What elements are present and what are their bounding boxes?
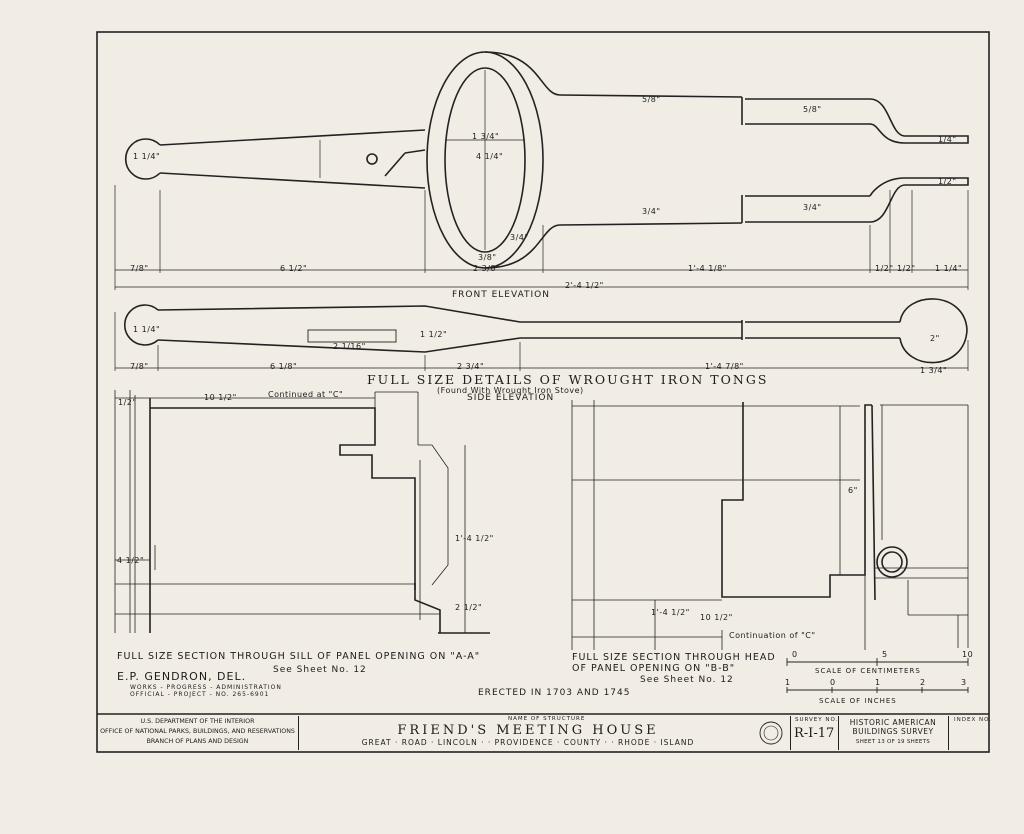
- in-tick-c: 1: [875, 678, 881, 687]
- side-elevation-drawing: [124, 298, 968, 364]
- front-elevation-label: FRONT ELEVATION: [452, 290, 550, 300]
- dim-front-knob: 1 1/4": [133, 152, 161, 161]
- scale-bars: [786, 658, 969, 693]
- dim-sec-b-cont: Continuation of "C": [729, 631, 816, 640]
- structure-name-label: NAME OF STRUCTURE: [508, 716, 586, 722]
- dim-front-1: 7/8": [130, 264, 149, 273]
- seal-icon: [759, 721, 783, 745]
- dim-sec-b-bottom: 1'-4 1/2": [651, 608, 690, 617]
- section-a-see: See Sheet No. 12: [273, 665, 367, 675]
- section-a-drawing: [149, 398, 490, 634]
- sheet-number: SHEET 13 OF 19 SHEETS: [855, 739, 931, 745]
- section-b-title-2: OF PANEL OPENING ON "B-B": [572, 663, 736, 674]
- survey-label: SURVEY NO.: [795, 717, 839, 723]
- dim-front-rod-d: 3/4": [803, 203, 822, 212]
- survey-cell: SURVEY NO. R-I-17: [790, 716, 839, 750]
- section-b-thin-lines: [571, 400, 969, 650]
- in-tick-d: 2: [920, 678, 926, 687]
- index-label: INDEX NO.: [954, 717, 992, 723]
- dim-sec-b-w: 10 1/2": [700, 613, 733, 622]
- in-tick-e: 3: [961, 678, 967, 687]
- dim-front-small: 3/8": [478, 253, 497, 262]
- dim-side-knob: 1 1/4": [133, 325, 161, 334]
- dim-side-2: 6 1/8": [270, 362, 298, 371]
- agency-line-3: BRANCH OF PLANS AND DESIGN: [146, 738, 249, 745]
- dim-front-tip: 1/4": [938, 135, 957, 144]
- dim-front-2: 6 1/2": [280, 264, 308, 273]
- wpa-line-1: WORKS - PROGRESS - ADMINISTRATION: [130, 684, 282, 691]
- agency-line-2: OFFICE OF NATIONAL PARKS, BUILDINGS, AND…: [100, 728, 295, 735]
- dim-sec-a-tl: 1/2": [118, 398, 137, 407]
- dim-front-tip2: 1/2": [938, 177, 957, 186]
- sheet-border: [96, 31, 990, 753]
- dim-sec-a-top: 10 1/2": [204, 393, 237, 402]
- erected-note: ERECTED IN 1703 AND 1745: [478, 688, 631, 698]
- cm-tick-10: 10: [962, 650, 974, 659]
- dim-side-1: 7/8": [130, 362, 149, 371]
- in-tick-b: 0: [830, 678, 836, 687]
- habs-cell: HISTORIC AMERICAN BUILDINGS SURVEY SHEET…: [838, 716, 949, 750]
- delineator: E.P. GENDRON, DEL.: [117, 670, 247, 683]
- section-b-see: See Sheet No. 12: [640, 675, 734, 685]
- dim-side-4: 1'-4 7/8": [705, 362, 744, 371]
- agency-line-1: U.S. DEPARTMENT OF THE INTERIOR: [140, 718, 255, 725]
- dim-front-rod-c: 3/4": [642, 207, 661, 216]
- side-elevation-label: SIDE ELEVATION: [467, 393, 555, 403]
- structure-cell: NAME OF STRUCTURE FRIEND'S MEETING HOUSE…: [298, 716, 791, 750]
- in-tick-a: 1: [785, 678, 791, 687]
- front-elevation-drawing: [124, 51, 969, 269]
- side-dimension-lines: [114, 312, 969, 371]
- habs-line-1: HISTORIC AMERICAN: [849, 718, 937, 727]
- dim-side-slot: 2 1/16": [333, 342, 366, 351]
- dim-front-rod-a: 5/8": [642, 95, 661, 104]
- dim-sec-a-r1: 1'-4 1/2": [455, 534, 494, 543]
- dim-side-5: 1 3/4": [920, 366, 948, 375]
- dim-side-mid: 1 1/2": [420, 330, 448, 339]
- cm-tick-0: 0: [792, 650, 798, 659]
- cm-tick-5: 5: [882, 650, 888, 659]
- agency-cell: U.S. DEPARTMENT OF THE INTERIOR OFFICE O…: [97, 716, 299, 750]
- dim-side-3: 2 3/4": [457, 362, 485, 371]
- section-a-title: FULL SIZE SECTION THROUGH SILL OF PANEL …: [117, 651, 481, 662]
- main-title: FULL SIZE DETAILS OF WROUGHT IRON TONGS: [367, 372, 769, 387]
- dim-sec-b-height: 6": [848, 486, 858, 495]
- wpa-line-2: OFFICIAL - PROJECT - NO. 265-6901: [130, 691, 270, 698]
- dim-front-3: 2 3/8": [473, 264, 501, 273]
- cm-scale-label: SCALE OF CENTIMETERS: [815, 667, 921, 675]
- section-b-title-1: FULL SIZE SECTION THROUGH HEAD: [572, 652, 776, 663]
- dim-front-4: 1'-4 1/8": [688, 264, 727, 273]
- structure-location: GREAT · ROAD · LINCOLN · · PROVIDENCE · …: [361, 738, 695, 747]
- index-cell: INDEX NO.: [948, 716, 992, 750]
- in-scale-label: SCALE OF INCHES: [819, 697, 897, 705]
- dim-front-7: 1 1/4": [935, 264, 963, 273]
- section-b-drawing: [721, 402, 908, 601]
- habs-line-2: BUILDINGS SURVEY: [852, 727, 934, 736]
- structure-name: FRIEND'S MEETING HOUSE: [397, 723, 659, 738]
- dim-front-diag: 3/4": [510, 233, 529, 242]
- dim-front-total: 2'-4 1/2": [565, 281, 604, 290]
- dim-side-disk: 2": [930, 334, 940, 343]
- main-subtitle: (Found With Wrought Iron Stove): [437, 386, 584, 395]
- dim-front-loop-w: 1 3/4": [472, 132, 500, 141]
- section-a-thin-lines: [114, 390, 466, 633]
- dim-front-loop-h: 4 1/4": [476, 152, 504, 161]
- dim-sec-a-r2: 2 1/2": [455, 603, 483, 612]
- survey-number: R-I-17: [794, 726, 835, 741]
- dim-front-rod-b: 5/8": [803, 105, 822, 114]
- dim-front-6: 1/2": [897, 264, 916, 273]
- dim-sec-a-left: 4 1/2": [117, 556, 145, 565]
- dim-sec-a-cont: Continued at "C": [268, 390, 344, 399]
- front-dimension-lines: [114, 70, 969, 290]
- dim-front-5: 1/2": [875, 264, 894, 273]
